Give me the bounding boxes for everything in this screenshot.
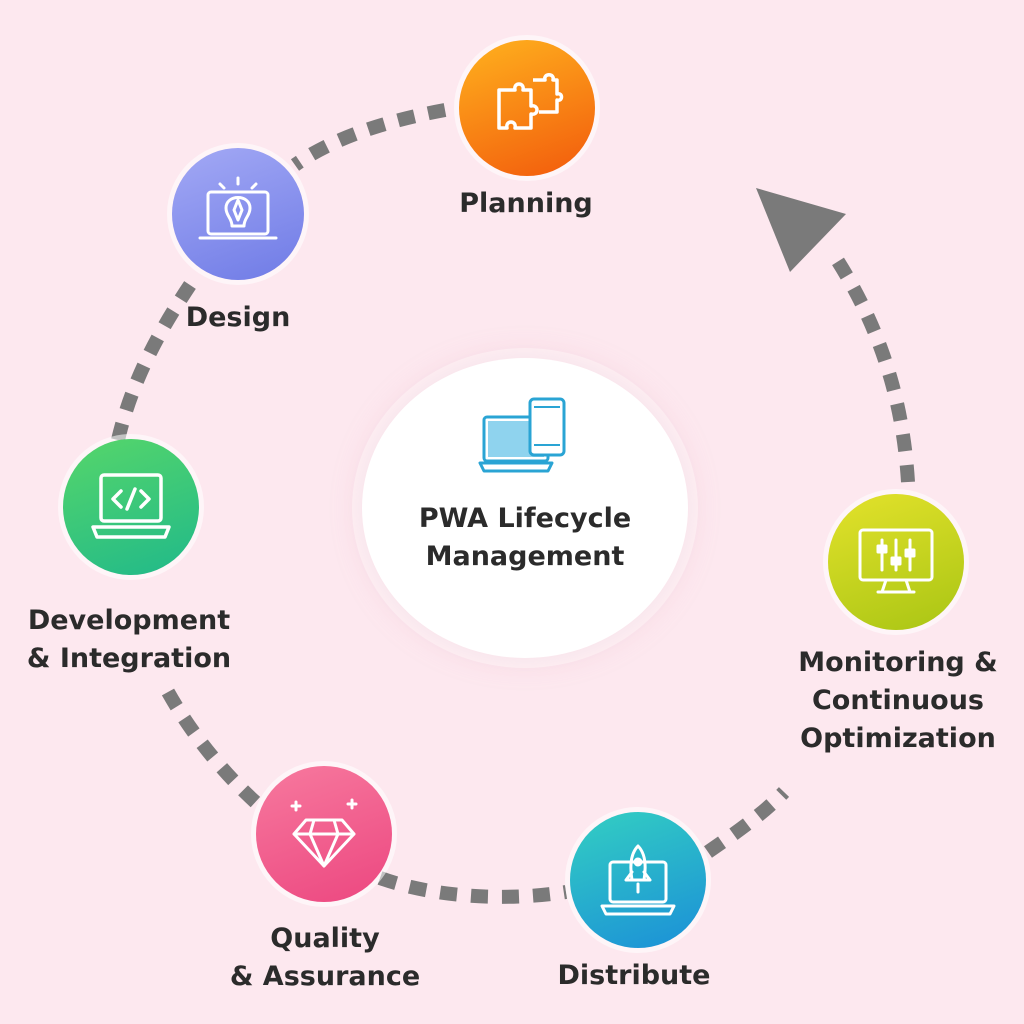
stage-label-design: Design (185, 302, 291, 333)
puzzle-icon (497, 73, 564, 130)
center-title-line-1: PWA Lifecycle (418, 503, 632, 534)
monitor-sliders-icon (858, 528, 934, 594)
ring-segment-development-quality (161, 688, 267, 814)
stage-node-design (172, 148, 304, 280)
stage-label-development: Development & Integration (26, 605, 232, 674)
stage-label-monitoring: Monitoring & Continuous Optimization (798, 647, 998, 754)
diamond-icon (290, 798, 358, 868)
ring-segment-planning-design (290, 103, 447, 171)
stage-label-quality: Quality & Assurance (229, 923, 421, 992)
ring-segment-quality-distribute (377, 871, 568, 904)
rocket-laptop-icon (600, 844, 676, 916)
center-circle (362, 358, 688, 658)
ring-segment-distribute-monitoring (704, 787, 790, 858)
stage-node-quality (256, 766, 392, 902)
cycle-arrow-head (756, 188, 846, 272)
lightbulb-pen-icon (198, 176, 278, 240)
stage-node-development (63, 439, 199, 575)
stage-label-planning: Planning (459, 188, 593, 219)
center-title: PWA Lifecycle Management (362, 500, 688, 576)
stage-node-planning (459, 40, 595, 176)
code-laptop-icon (91, 473, 171, 539)
ring-segment-monitoring-arrow (826, 248, 915, 483)
center-title-line-2: Management (425, 541, 625, 572)
stage-node-monitoring (828, 494, 964, 630)
devices-icon (478, 395, 570, 479)
stage-label-distribute: Distribute (557, 960, 711, 991)
stage-node-distribute (570, 812, 706, 948)
